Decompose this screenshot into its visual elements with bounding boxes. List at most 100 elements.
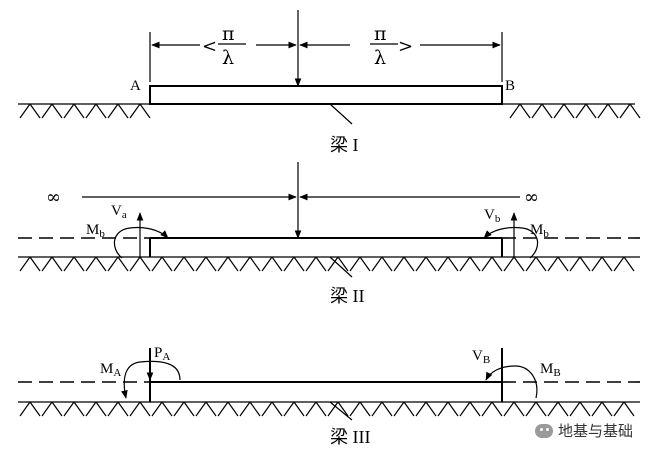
hatch-tick (579, 256, 591, 272)
hatch-tick (85, 103, 97, 119)
hatch-tick (195, 256, 207, 272)
ground-hatch-3 (19, 401, 635, 417)
hatch-tick (403, 401, 415, 417)
hatch-tick (459, 256, 471, 272)
hatch-tick (107, 256, 119, 272)
hatch-tick (563, 103, 575, 119)
hatch-tick (117, 103, 129, 119)
hatch-tick (63, 256, 75, 272)
hatch-tick (557, 256, 569, 272)
caption-leader-2 (329, 256, 353, 278)
hatch-tick (591, 401, 603, 417)
hatch-tick (227, 401, 239, 417)
hatch-tick (513, 256, 525, 272)
infinity-right: ∞ (524, 187, 539, 208)
hatch-tick (425, 401, 437, 417)
hatch-tick (569, 401, 581, 417)
hatch-tick (73, 103, 85, 119)
hatch-tick (29, 256, 41, 272)
hatch-tick (415, 401, 427, 417)
caption-beam-3: 梁 III (330, 427, 370, 447)
hatch-tick (601, 256, 613, 272)
hatch-tick (437, 401, 449, 417)
hatch-tick (41, 103, 53, 119)
hatch-tick (469, 256, 481, 272)
label-a: A (130, 78, 141, 94)
hatch-tick (239, 256, 251, 272)
hatch-tick (591, 256, 603, 272)
hatch-tick (371, 256, 383, 272)
hatch-tick (19, 103, 31, 119)
hatch-tick (195, 401, 207, 417)
hatch-tick (315, 256, 327, 272)
hatch-tick (107, 401, 119, 417)
hatch-tick (85, 401, 97, 417)
label-vb: Vb (484, 207, 501, 225)
beam-2: ∞ ∞ Va Mb Vb Mb 梁 II (18, 162, 640, 306)
label-mb-3: MB (540, 361, 561, 379)
label-vb-3: VB (472, 348, 490, 366)
hatch-tick (129, 256, 141, 272)
hatch-tick (161, 256, 173, 272)
hatch-tick (29, 401, 41, 417)
hatch-tick (531, 103, 543, 119)
hatch-tick (553, 103, 565, 119)
watermark-text: 地基与基础 (557, 422, 633, 440)
hatch-tick (51, 256, 63, 272)
hatch-tick (619, 103, 631, 119)
hatch-tick (217, 401, 229, 417)
hatch-tick (547, 401, 559, 417)
hatch-tick (271, 401, 283, 417)
hatch-tick (469, 401, 481, 417)
hatch-tick (491, 256, 503, 272)
ground-hatch-2 (19, 256, 635, 272)
lambda-right: λ (374, 47, 386, 69)
hatch-tick (381, 256, 393, 272)
hatch-tick (491, 401, 503, 417)
hatch-tick (107, 103, 119, 119)
hatch-tick (205, 256, 217, 272)
ground-hatch-left-1 (18, 103, 151, 119)
hatch-tick (597, 103, 609, 119)
hatch-tick (371, 401, 383, 417)
hatch-tick (249, 401, 261, 417)
label-b: B (505, 78, 515, 94)
hatch-tick (447, 256, 459, 272)
hatch-tick (19, 256, 31, 272)
hatch-tick (349, 256, 361, 272)
hatch-tick (205, 401, 217, 417)
hatch-tick (293, 401, 305, 417)
hatch-tick (19, 401, 31, 417)
moment-arc-mb-left (113, 226, 169, 259)
hatch-tick (459, 401, 471, 417)
hatch-tick (51, 103, 63, 119)
hatch-tick (525, 256, 537, 272)
hatch-tick (481, 256, 493, 272)
hatch-tick (437, 256, 449, 272)
hatch-tick (73, 256, 85, 272)
label-pa: PA (154, 345, 170, 363)
hatch-tick (503, 401, 515, 417)
hatch-tick (73, 401, 85, 417)
label-mb-right: Mb (530, 222, 549, 240)
hatch-tick (293, 256, 305, 272)
hatch-tick (183, 256, 195, 272)
hatch-tick (601, 401, 613, 417)
hatch-tick (305, 256, 317, 272)
pi-right: π (374, 23, 387, 45)
hatch-tick (305, 401, 317, 417)
hatch-tick (227, 256, 239, 272)
hatch-tick (117, 256, 129, 272)
hatch-tick (117, 401, 129, 417)
hatch-tick (557, 401, 569, 417)
hatch-tick (261, 256, 273, 272)
hatch-tick (161, 401, 173, 417)
hatch-tick (525, 401, 537, 417)
hatch-tick (95, 256, 107, 272)
hatch-tick (623, 401, 635, 417)
hatch-tick (239, 401, 251, 417)
hatch-tick (327, 256, 339, 272)
hatch-tick (139, 401, 151, 417)
hatch-tick (541, 103, 553, 119)
beam-1: < π λ π λ > A B 梁 I (18, 10, 641, 155)
